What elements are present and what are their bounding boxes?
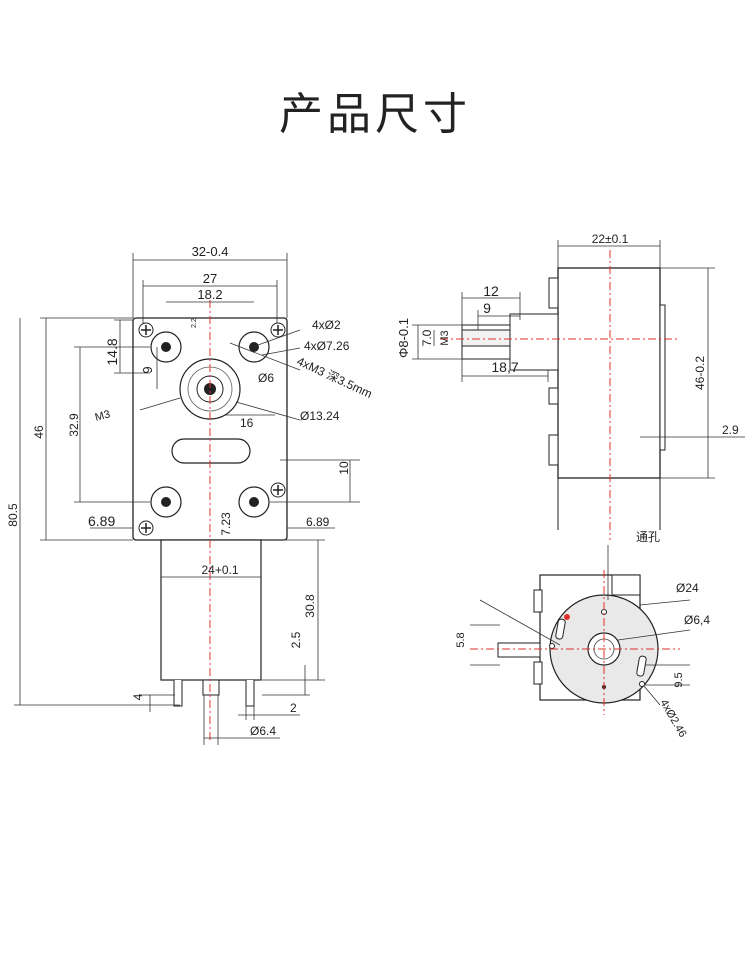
- label-holes-small: 4xØ2: [312, 318, 341, 332]
- dim-9-5: 9.5: [673, 672, 685, 687]
- dim-height-46-side: 46-0.2: [693, 356, 707, 390]
- label-hub-dia: Ø13.24: [300, 409, 340, 423]
- label-through-hole: 通孔: [636, 530, 660, 544]
- dim-motor-len: 30.8: [303, 594, 317, 618]
- dim-height-46: 46: [32, 425, 46, 439]
- dim-small: 2.2: [191, 318, 198, 328]
- dim-total-80-5: 80.5: [6, 503, 20, 527]
- mounting-boss-icon: [150, 331, 270, 518]
- dim-10: 10: [337, 461, 351, 475]
- dim-shaft-12: 12: [483, 283, 499, 299]
- dim-inner-spacing: 18.2: [197, 287, 222, 302]
- label-m3-side: M3: [439, 330, 451, 345]
- motor-body: [160, 539, 262, 681]
- dim-5-8: 5.8: [455, 632, 467, 647]
- label-holes-large: 4xØ7.26: [304, 339, 350, 353]
- end-shaft: [497, 642, 541, 658]
- end-view: 通孔 Ø24 Ø6,4 5.8 9.5 4xØ2.46: [455, 530, 710, 740]
- side-view: 22±0.1 12 9 Φ8-0.1 7.0 M3 18,7 46-0.2 2.…: [396, 232, 745, 540]
- output-hub-icon: [179, 358, 241, 420]
- slot: [171, 438, 251, 464]
- side-hub: [509, 313, 559, 371]
- dim-depth: 22±0.1: [592, 232, 629, 246]
- dim-boss-dia: Ø6.4: [250, 724, 276, 738]
- dim-2-5: 2.5: [289, 631, 303, 648]
- motor-boss: [202, 679, 220, 696]
- dim-hole-spacing: 27: [203, 271, 217, 286]
- corner-screw-icon: [138, 322, 286, 536]
- page-title: 产品尺寸: [279, 89, 471, 140]
- terminal-icon: [173, 680, 255, 707]
- dim-right-6-89: 6.89: [306, 515, 330, 529]
- dim-left-6-89: 6.89: [88, 513, 115, 529]
- dim-shaft-dia: Φ8-0.1: [396, 318, 411, 358]
- dim-18-7: 18,7: [491, 359, 518, 375]
- dim-offset-9: 9: [140, 366, 155, 373]
- dim-motor-dia: 24+0.1: [201, 563, 238, 577]
- dim-dia-24: Ø24: [676, 581, 699, 595]
- side-gearbox: [557, 267, 661, 479]
- label-thread-holes: 4xM3 深3.5mm: [295, 354, 375, 401]
- dim-2: 2: [290, 701, 297, 715]
- front-view: 32-0.4 27 18.2 2.2 4xØ2 4xØ7.26 4xM3 深3.…: [6, 244, 374, 745]
- dim-height-32-9: 32.9: [67, 413, 81, 437]
- dim-height-upper: 14.8: [104, 338, 120, 365]
- label-holes-end: 4xØ2.46: [657, 698, 688, 740]
- front-labels: 32-0.4 27 18.2 2.2 4xØ2 4xØ7.26 4xM3 深3.…: [6, 244, 374, 738]
- polarity-dot-icon: [564, 614, 570, 620]
- label-shaft-dia: Ø6: [258, 371, 274, 385]
- dim-shaft-9: 9: [483, 300, 491, 316]
- dim-2-9: 2.9: [722, 423, 739, 437]
- dim-flat-7: 7.0: [420, 329, 434, 346]
- side-labels: 22±0.1 12 9 Φ8-0.1 7.0 M3 18,7 46-0.2 2.…: [396, 232, 739, 437]
- dim-4: 4: [131, 693, 145, 700]
- dim-7-23: 7.23: [219, 512, 233, 536]
- dim-offset-16: 16: [240, 416, 254, 430]
- dim-dia-6-4: Ø6,4: [684, 613, 710, 627]
- dim-width-overall: 32-0.4: [192, 244, 229, 259]
- label-m3: M3: [94, 408, 112, 424]
